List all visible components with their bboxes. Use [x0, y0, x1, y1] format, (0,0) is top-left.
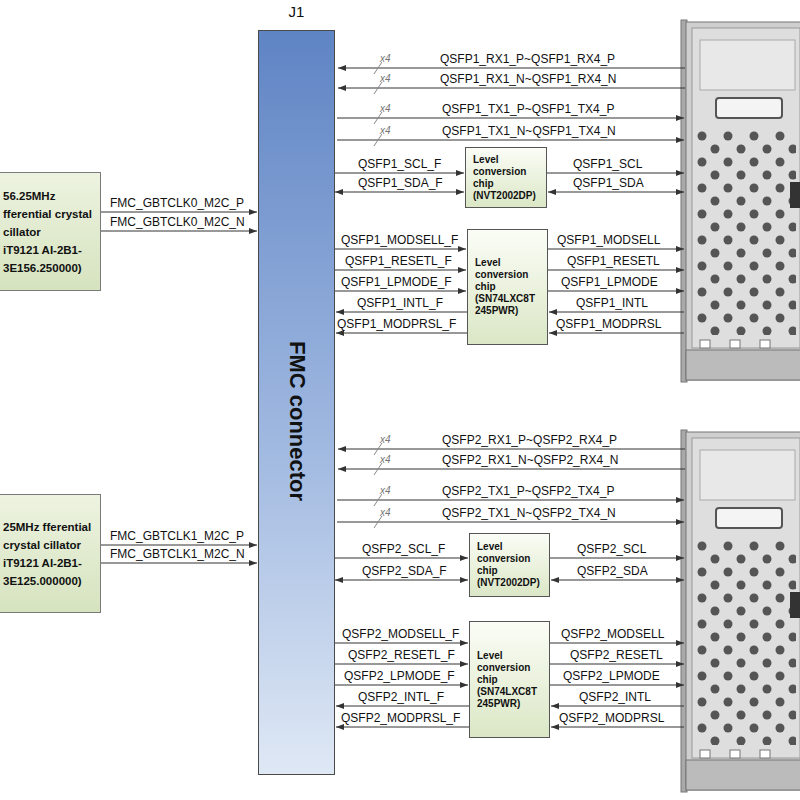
level-shifter-chip: Level conversion chip (NVT2002DP) [465, 147, 547, 208]
signal-connector [335, 249, 466, 250]
oscillator-box: 56.25MHz fferential crystal cillatoriT91… [0, 172, 101, 291]
lane-count: x4 [380, 454, 391, 466]
box-label: 25MHz fferential crystal cillator [3, 518, 98, 554]
box-label: Level conversion chip (NVT2002DP) [477, 541, 541, 589]
signal-name: QSFP1_RESETL [567, 254, 660, 268]
signal-name: QSFP1_SCL [573, 157, 642, 171]
signal-name: QSFP1_RX1_P~QSFP1_RX4_P [440, 52, 615, 66]
signal-name: QSFP2_RX1_P~QSFP2_RX4_P [442, 433, 617, 447]
signal-name: QSFP1_MODSELL_F [341, 233, 458, 247]
lane-count: x4 [380, 73, 391, 85]
level-shifter-chip: Level conversion chip (SN74LXC8T 245PWR) [467, 229, 548, 345]
signal-name: FMC_GBTCLK0_M2C_N [110, 215, 245, 229]
signal-name: QSFP2_LPMODE_F [344, 669, 455, 683]
signal-name: QSFP2_SDA [577, 564, 648, 578]
signal-name: QSFP1_TX1_N~QSFP1_TX4_N [442, 124, 616, 138]
signal-name: QSFP2_TX1_P~QSFP2_TX4_P [442, 484, 614, 498]
signal-name: QSFP2_RESETL [570, 648, 663, 662]
signal-connector [335, 270, 466, 271]
signal-name: QSFP1_TX1_P~QSFP1_TX4_P [442, 102, 614, 116]
signal-connector [335, 558, 468, 559]
box-label: iT9121 AI-2B1- 3E156.250000) [3, 241, 98, 277]
lane-count: x4 [380, 434, 391, 446]
signal-name: QSFP2_RX1_N~QSFP2_RX4_N [442, 453, 618, 467]
signal-name: QSFP1_SDA [573, 176, 644, 190]
signal-connector [336, 706, 469, 707]
box-label: iT9121 AI-2B1- 3E125.000000) [3, 554, 98, 590]
signal-name: QSFP2_RESETL_F [348, 648, 455, 662]
signal-name: QSFP2_SCL_F [362, 542, 445, 556]
connector-box: J1FMC connector [258, 30, 335, 775]
signal-name: QSFP1_MODSELL [557, 233, 660, 247]
signal-connector [336, 333, 467, 334]
level-shifter-chip: Level conversion chip (NVT2002DP) [469, 533, 550, 597]
signal-name: QSFP2_INTL_F [358, 690, 444, 704]
signal-connector [335, 173, 464, 174]
signal-name: QSFP1_LPMODE_F [341, 275, 452, 289]
signal-name: QSFP1_RESETL_F [345, 254, 452, 268]
signal-connector [336, 312, 467, 313]
signal-connector [335, 643, 468, 644]
signal-connector [335, 580, 468, 581]
connector-name: FMC connector [284, 340, 310, 500]
box-label: Level conversion chip (SN74LXC8T 245PWR) [477, 650, 541, 710]
signal-name: QSFP1_MODPRSL_F [337, 317, 456, 331]
signal-name: QSFP2_MODPRSL_F [341, 711, 460, 725]
qsfp-cage [681, 20, 800, 382]
signal-name: QSFP2_SCL [577, 542, 646, 556]
signal-name: FMC_GBTCLK0_M2C_P [110, 196, 244, 210]
signal-connector [101, 212, 257, 213]
signal-name: QSFP1_SCL_F [358, 157, 441, 171]
qsfp-cage [681, 430, 800, 792]
signal-name: FMC_GBTCLK1_M2C_P [110, 529, 244, 543]
signal-name: QSFP1_RX1_N~QSFP1_RX4_N [440, 72, 616, 86]
signal-connector [336, 727, 469, 728]
signal-connector [335, 664, 468, 665]
box-label: Level conversion chip (NVT2002DP) [473, 154, 538, 202]
signal-name: QSFP2_MODSELL_F [342, 627, 459, 641]
signal-name: FMC_GBTCLK1_M2C_N [110, 547, 245, 561]
lane-count: x4 [380, 485, 391, 497]
lane-count: x4 [380, 103, 391, 115]
signal-name: QSFP2_MODSELL [561, 627, 664, 641]
signal-connector [101, 545, 257, 546]
signal-name: QSFP2_MODPRSL [559, 711, 664, 725]
level-shifter-chip: Level conversion chip (SN74LXC8T 245PWR) [469, 621, 550, 738]
signal-name: QSFP2_LPMODE [563, 669, 660, 683]
signal-name: QSFP1_LPMODE [561, 275, 658, 289]
lane-count: x4 [380, 125, 391, 137]
lane-count: x4 [380, 507, 391, 519]
lane-count: x4 [380, 53, 391, 65]
signal-name: QSFP2_SDA_F [362, 564, 447, 578]
signal-connector [335, 192, 464, 193]
signal-connector [101, 231, 257, 232]
signal-name: QSFP2_TX1_N~QSFP2_TX4_N [442, 506, 616, 520]
signal-name: QSFP1_INTL_F [357, 296, 443, 310]
signal-name: QSFP1_SDA_F [358, 176, 443, 190]
signal-connector [335, 291, 466, 292]
signal-connector [101, 563, 257, 564]
box-label: 56.25MHz fferential crystal cillator [3, 187, 98, 241]
signal-connector [335, 685, 468, 686]
reference-designator: J1 [259, 3, 334, 21]
signal-name: QSFP2_INTL [579, 690, 651, 704]
oscillator-box: 25MHz fferential crystal cillatoriT9121 … [0, 494, 101, 613]
signal-name: QSFP1_MODPRSL [556, 317, 661, 331]
signal-name: QSFP1_INTL [576, 296, 648, 310]
box-label: Level conversion chip (SN74LXC8T 245PWR) [475, 257, 539, 317]
